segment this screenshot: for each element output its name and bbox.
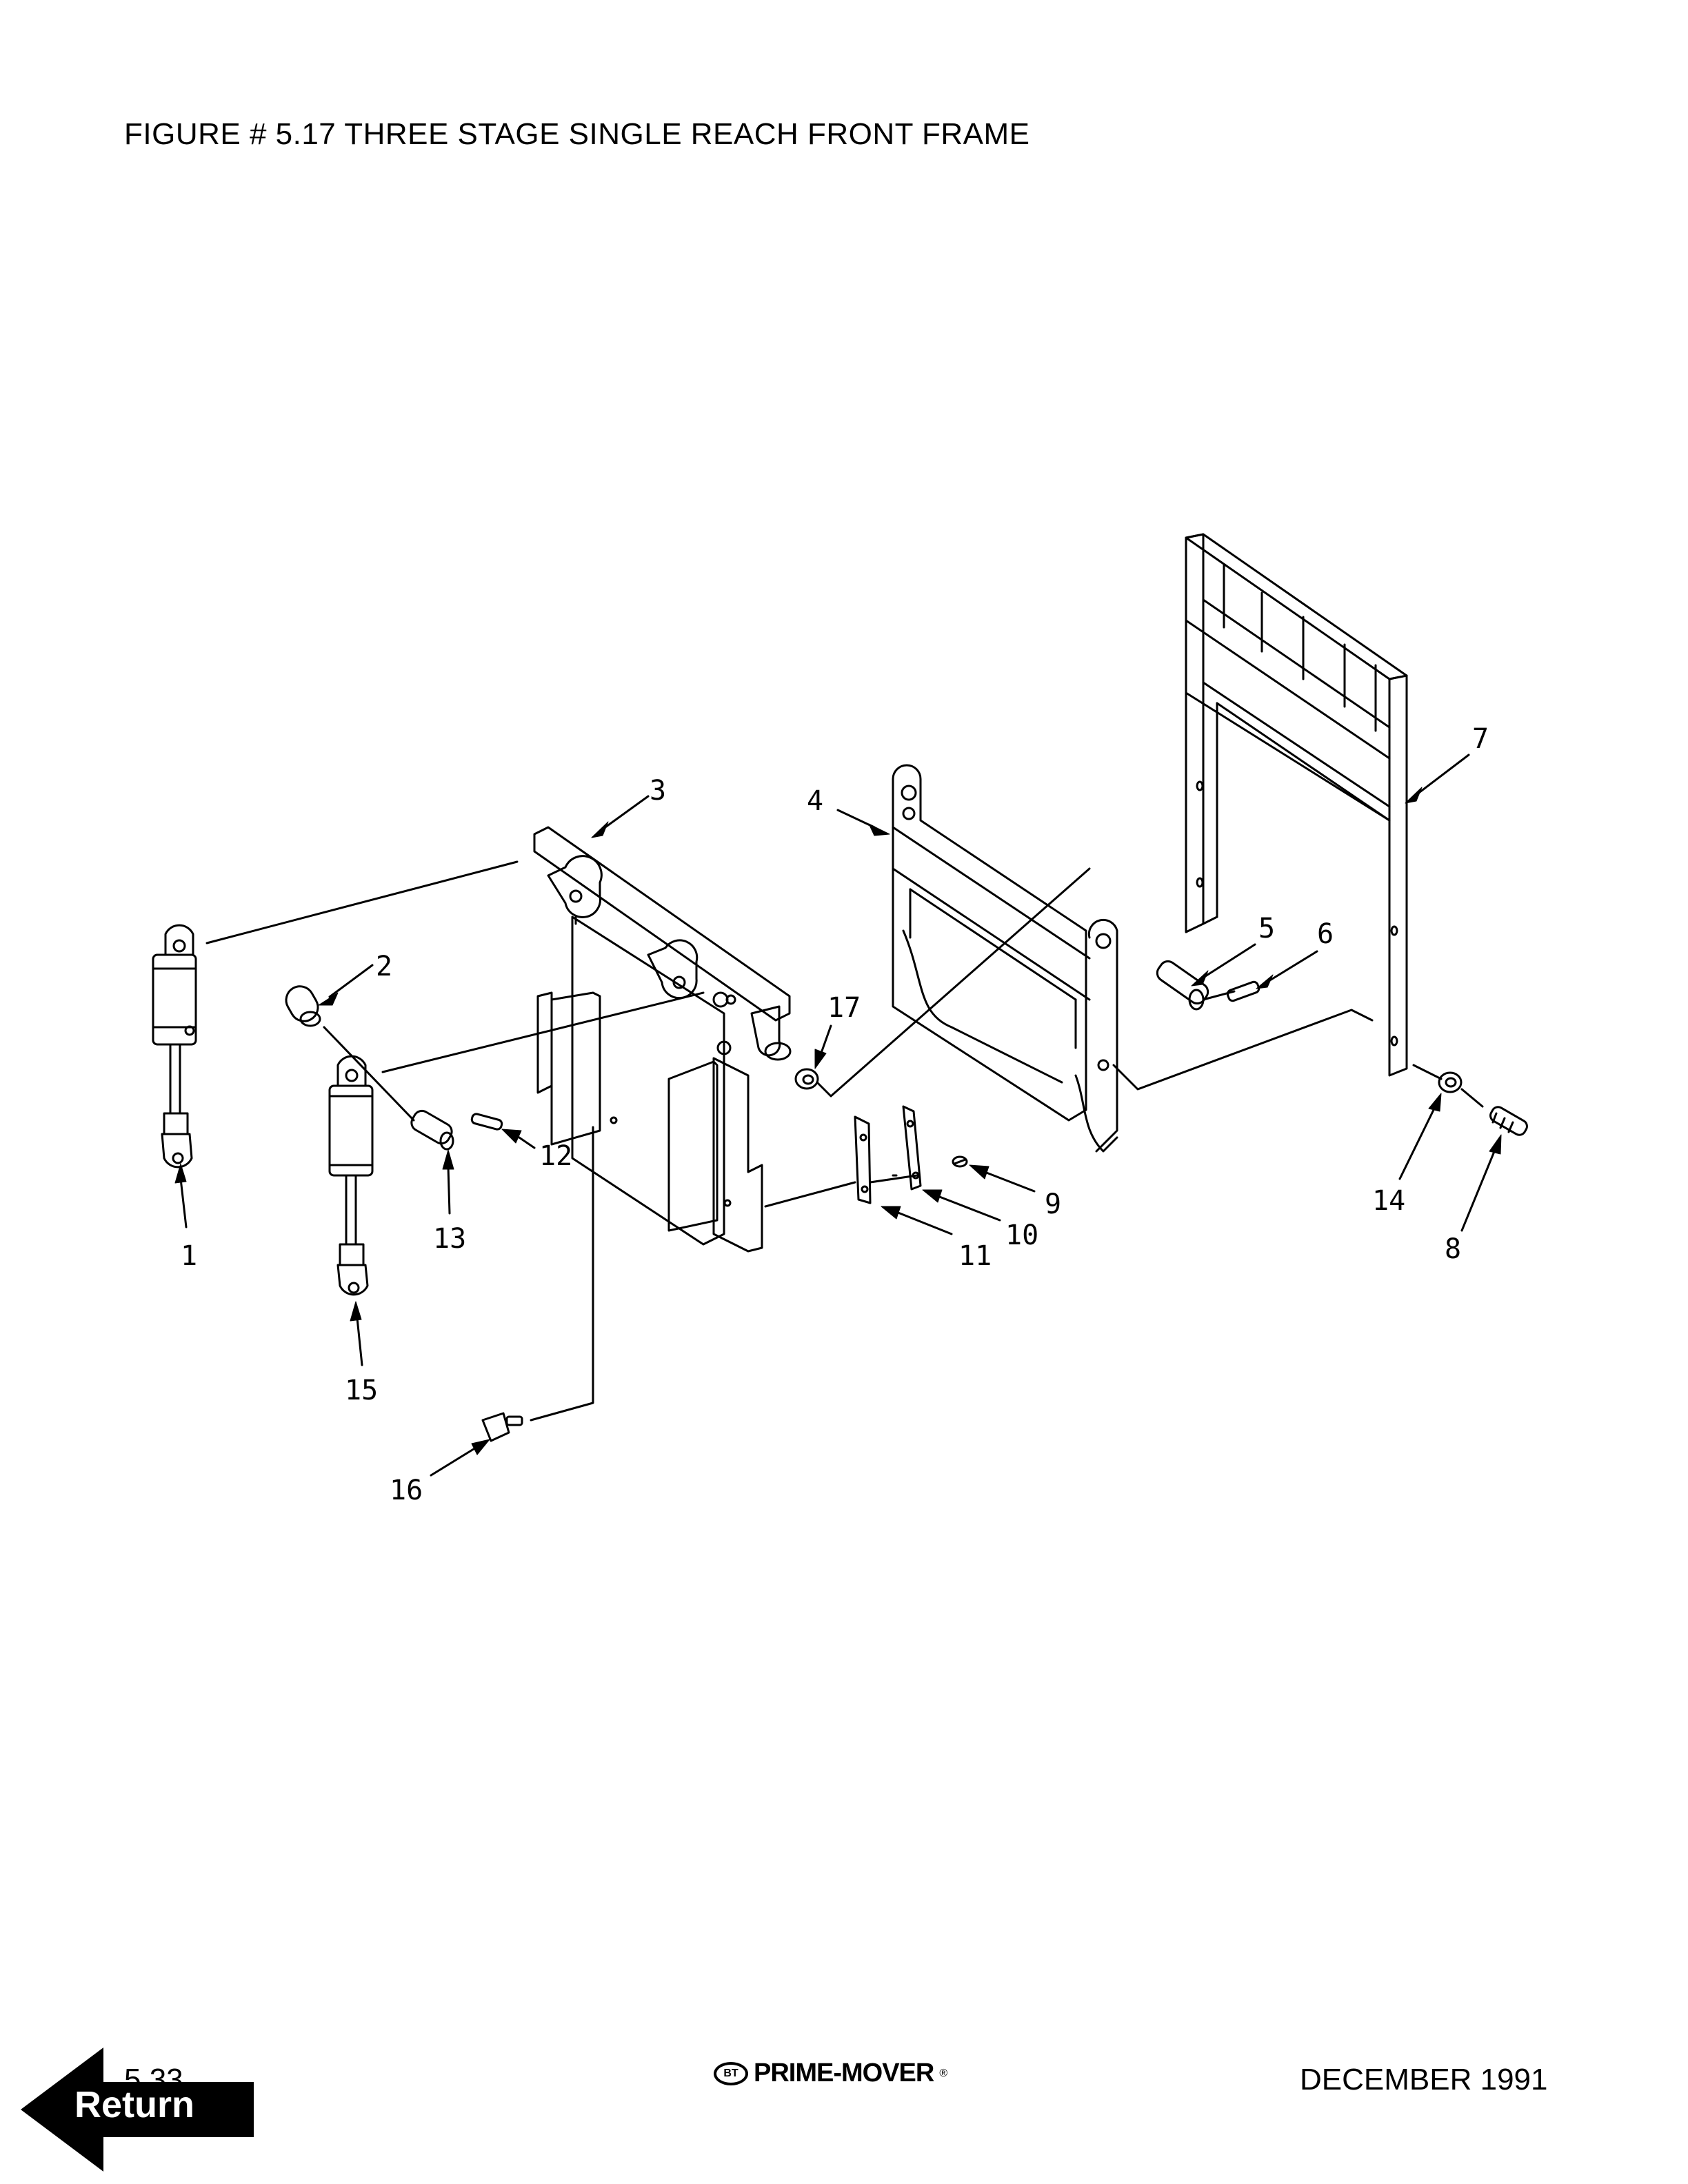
left-arrow-icon	[21, 2048, 254, 2172]
return-button[interactable]: Return	[21, 2048, 255, 2172]
bt-logo-icon: BT	[714, 2061, 748, 2085]
part-2-bushing	[285, 985, 321, 1027]
callout-2: 2	[376, 951, 392, 982]
callout-13: 13	[433, 1223, 466, 1255]
logo-text: PRIME-MOVER	[754, 2059, 934, 2087]
callout-9: 9	[1045, 1189, 1061, 1220]
part-12-roll-pin	[470, 1113, 503, 1131]
publication-date: DECEMBER 1991	[1300, 2063, 1548, 2096]
callout-4: 4	[807, 785, 823, 817]
callout-10: 10	[1005, 1220, 1038, 1251]
part-7-front-frame	[1185, 533, 1408, 1077]
part-6-roll-pin	[1226, 980, 1260, 1002]
callout-6: 6	[1317, 918, 1334, 950]
callout-11: 11	[958, 1240, 992, 1272]
part-13-pin	[410, 1109, 454, 1151]
assembly-lines	[205, 860, 1484, 1422]
callout-leaders	[174, 754, 1502, 1477]
callout-5: 5	[1258, 913, 1275, 944]
part-16-grease-fitting	[481, 1412, 523, 1442]
callout-16: 16	[390, 1475, 423, 1506]
part-3-base-frame	[533, 826, 792, 1253]
brand-logo: BT PRIME-MOVER ®	[714, 2059, 947, 2088]
part-17-washer	[794, 1068, 819, 1090]
part-1-tilt-cylinder	[152, 924, 197, 1169]
callout-numbers: 1 2 3 4 5 6 7 8 9 10 11 12 13 14 15 16 1…	[181, 723, 1489, 1506]
registered-mark: ®	[939, 2067, 948, 2079]
callout-7: 7	[1472, 723, 1489, 755]
callout-12: 12	[539, 1140, 572, 1172]
part-11-wear-strip	[854, 1115, 872, 1204]
callout-15: 15	[345, 1375, 378, 1406]
part-15-reach-cylinder	[328, 1055, 374, 1296]
part-8-bolt	[1489, 1106, 1528, 1136]
figure-title: FIGURE # 5.17 THREE STAGE SINGLE REACH F…	[124, 117, 1030, 151]
callout-1: 1	[181, 1240, 197, 1272]
part-9-screw	[952, 1155, 968, 1168]
part-4-reach-carriage	[892, 764, 1118, 1153]
callout-17: 17	[827, 992, 861, 1024]
callout-14: 14	[1372, 1185, 1405, 1217]
part-14-washer	[1438, 1071, 1463, 1093]
callout-8: 8	[1445, 1233, 1461, 1265]
callout-3: 3	[650, 775, 666, 807]
return-label: Return	[74, 2084, 194, 2125]
